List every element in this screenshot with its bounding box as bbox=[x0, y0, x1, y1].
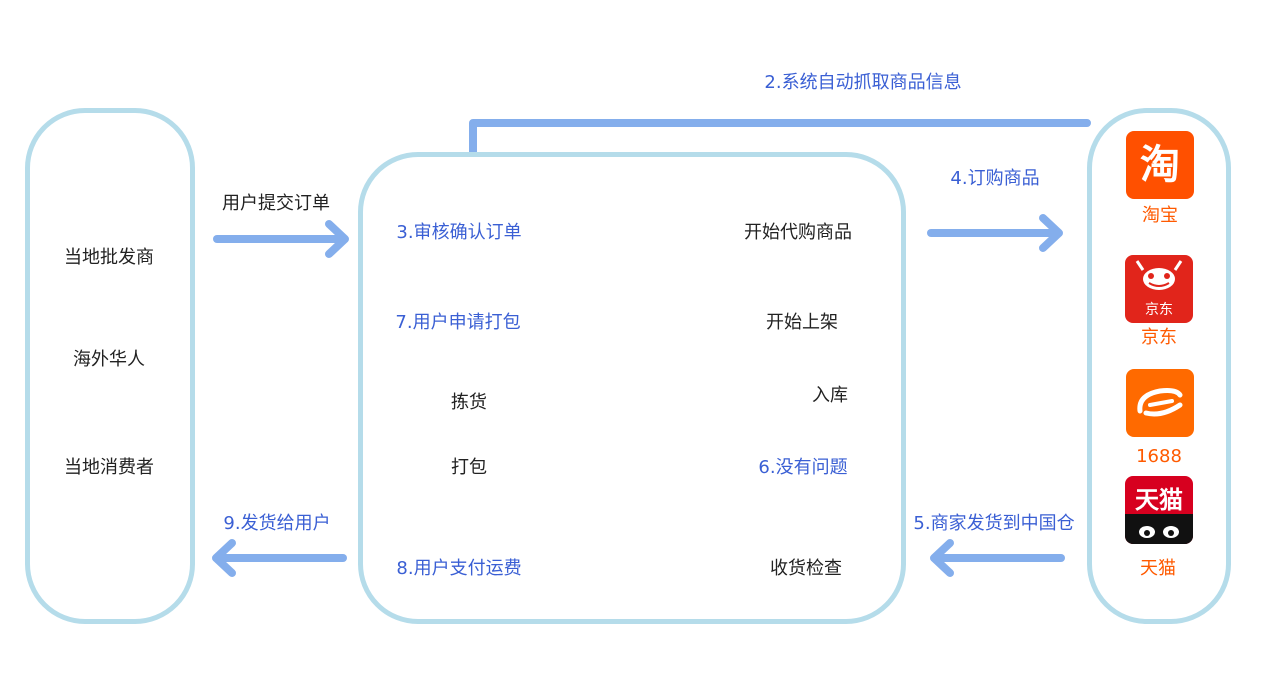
flow-step5-label: 5.商家发货到中国仓 bbox=[913, 513, 1075, 534]
step3-label: 3.审核确认订单 bbox=[396, 222, 522, 243]
step6-label: 6.没有问题 bbox=[758, 457, 848, 478]
start-listing-label: 开始上架 bbox=[766, 312, 838, 333]
platform-jd-name: 京东 bbox=[1141, 327, 1177, 348]
customer-consumer: 当地消费者 bbox=[64, 457, 154, 478]
svg-text:京东: 京东 bbox=[1145, 302, 1173, 318]
customer-box bbox=[25, 108, 195, 624]
svg-text:淘: 淘 bbox=[1140, 142, 1180, 188]
alibaba-1688-logo-icon bbox=[1126, 369, 1194, 437]
platform-taobao-name: 淘宝 bbox=[1142, 205, 1178, 226]
flow-step4-label: 4.订购商品 bbox=[950, 168, 1040, 189]
arrow-submit-order bbox=[213, 220, 349, 258]
tmall-logo-icon: 天猫 bbox=[1125, 476, 1193, 544]
svg-text:天猫: 天猫 bbox=[1135, 486, 1183, 514]
jd-logo-icon: 京东 bbox=[1125, 255, 1193, 323]
receive-check-label: 收货检查 bbox=[770, 558, 842, 579]
taobao-logo-icon: 淘 bbox=[1126, 131, 1194, 199]
warehouse-box bbox=[358, 152, 906, 624]
flow-step9-label: 9.发货给用户 bbox=[223, 513, 331, 534]
flow-step2-label: 2.系统自动抓取商品信息 bbox=[764, 72, 962, 93]
arrow-step9 bbox=[212, 539, 347, 577]
arrow-step4 bbox=[927, 214, 1063, 252]
step7-label: 7.用户申请打包 bbox=[395, 312, 521, 333]
customer-wholesaler: 当地批发商 bbox=[64, 247, 154, 268]
platform-1688-name: 1688 bbox=[1136, 446, 1182, 467]
step8-label: 8.用户支付运费 bbox=[396, 558, 522, 579]
customer-overseas-chinese: 海外华人 bbox=[73, 349, 145, 370]
packing-label: 打包 bbox=[451, 457, 487, 478]
arrow-step5 bbox=[930, 539, 1065, 577]
storage-label: 入库 bbox=[812, 385, 848, 406]
picking-label: 拣货 bbox=[451, 392, 487, 413]
platform-tmall-name: 天猫 bbox=[1140, 558, 1176, 579]
start-purchase-label: 开始代购商品 bbox=[744, 222, 852, 243]
flow-submit-order-label: 用户提交订单 bbox=[222, 193, 330, 214]
